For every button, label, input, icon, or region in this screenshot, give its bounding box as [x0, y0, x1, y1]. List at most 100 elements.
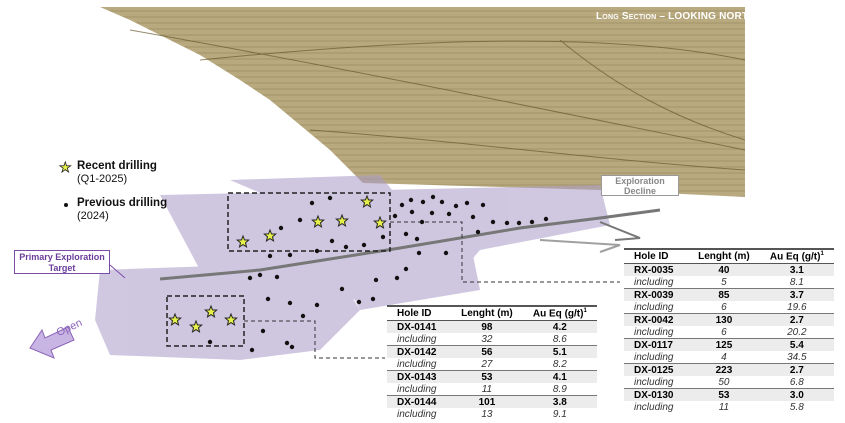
- drill-hole-dot: [297, 217, 303, 223]
- table-row: RX-0035 40 3.1: [624, 263, 834, 276]
- hole-id: DX-0143: [387, 370, 452, 383]
- hole-id: RX-0042: [624, 313, 689, 326]
- hole-id: DX-0130: [624, 388, 689, 401]
- drill-hole-dot: [475, 229, 481, 235]
- including-label: including: [634, 326, 674, 338]
- table-row: DX-0125 223 2.7: [624, 363, 834, 376]
- length: 223: [688, 363, 760, 376]
- legend-recent: ★ Recent drilling (Q1-2025): [59, 160, 157, 186]
- drill-hole-dot: [439, 199, 445, 205]
- including-au-eq: 5.8: [789, 401, 804, 413]
- table-row-including: including 27 8.2: [387, 358, 597, 371]
- drill-hole-dot: [300, 313, 306, 319]
- length: 98: [451, 320, 523, 333]
- including-length: 11: [718, 401, 730, 413]
- drill-hole-dot: [504, 220, 510, 226]
- including-length: 27: [481, 358, 493, 370]
- header-hole-id: Hole ID: [624, 248, 689, 264]
- drill-hole-dot: [490, 219, 496, 225]
- length: 130: [688, 313, 760, 326]
- including-au-eq: 9.1: [552, 408, 567, 420]
- table-row: DX-0144 101 3.8: [387, 395, 597, 408]
- header-au-eq-text: Au Eq (g/t): [769, 251, 821, 263]
- legend-recent-label: Recent drilling: [77, 160, 157, 172]
- star-icon: [168, 312, 182, 327]
- length: 125: [688, 338, 760, 351]
- hole-id: DX-0125: [624, 363, 689, 376]
- drill-hole-dot: [278, 225, 284, 231]
- drill-hole-dot: [470, 214, 476, 220]
- drill-hole-dot: [529, 219, 535, 225]
- drill-hole-dot: [370, 296, 376, 302]
- table-row: RX-0042 130 2.7: [624, 313, 834, 326]
- drill-hole-dot: [373, 277, 379, 283]
- table-row: DX-0143 53 4.1: [387, 370, 597, 383]
- including-length: 5: [721, 276, 727, 288]
- drill-hole-dot: [419, 219, 425, 225]
- drill-hole-dot: [257, 272, 263, 278]
- including-label: including: [634, 301, 674, 313]
- hole-id: DX-0141: [387, 320, 452, 333]
- dashed-outlines: [166, 192, 391, 347]
- drill-hole-dot: [416, 250, 422, 256]
- drill-hole-dot: [249, 347, 255, 353]
- drill-hole-dot: [329, 238, 335, 244]
- table-row: RX-0039 85 3.7: [624, 288, 834, 301]
- header-au-eq: Au Eq (g/t)1: [522, 305, 597, 321]
- table-row: DX-0141 98 4.2: [387, 320, 597, 333]
- table-row-including: including 13 9.1: [387, 408, 597, 420]
- connector-lines: [244, 221, 620, 359]
- star-icon: [360, 194, 374, 209]
- primary-exploration-target-label: Primary Exploration Target: [14, 250, 110, 274]
- including-label: including: [634, 276, 674, 288]
- au-eq: 2.7: [759, 313, 834, 326]
- drill-hole-dot: [314, 248, 320, 254]
- star-icon: [335, 213, 349, 228]
- drill-hole-dot: [265, 296, 271, 302]
- including-au-eq: 20.2: [787, 326, 807, 338]
- including-label: including: [397, 408, 437, 420]
- including-label: including: [397, 358, 437, 370]
- including-length: 6: [721, 301, 727, 313]
- drill-hole-dot: [207, 339, 213, 345]
- length: 53: [688, 388, 760, 401]
- drill-hole-dot: [343, 244, 349, 250]
- star-icon: [263, 228, 277, 243]
- table-row: DX-0117 125 5.4: [624, 338, 834, 351]
- length: 40: [688, 263, 760, 276]
- including-length: 4: [721, 351, 727, 363]
- star-icon: [224, 312, 238, 327]
- target-box-upper: [227, 192, 391, 252]
- length: 101: [451, 395, 523, 408]
- including-label: including: [397, 333, 437, 345]
- drill-hole-dot: [480, 202, 486, 208]
- drill-hole-dot: [339, 286, 345, 292]
- drill-hole-dot: [430, 194, 436, 200]
- drill-hole-dot: [394, 275, 400, 281]
- star-icon: [311, 214, 325, 229]
- including-label: including: [634, 351, 674, 363]
- drill-hole-dot: [289, 344, 295, 350]
- length: 85: [688, 288, 760, 301]
- star-icon: [236, 234, 250, 249]
- drill-hole-dot: [392, 213, 398, 219]
- au-eq: 5.1: [522, 345, 597, 358]
- drill-hole-dot: [309, 200, 315, 206]
- au-eq: 2.7: [759, 363, 834, 376]
- header-au-eq: Au Eq (g/t)1: [759, 248, 834, 264]
- header-length: Lenght (m): [688, 248, 760, 264]
- drill-hole-dot: [403, 231, 409, 237]
- terrain-block: [100, 7, 745, 197]
- hole-id: RX-0039: [624, 288, 689, 301]
- drill-hole-dot: [420, 199, 426, 205]
- drill-hole-dot: [380, 234, 386, 240]
- including-length: 6: [721, 326, 727, 338]
- including-au-eq: 34.5: [787, 351, 807, 363]
- footnote-marker: 1: [583, 307, 587, 314]
- star-icon: [204, 304, 218, 319]
